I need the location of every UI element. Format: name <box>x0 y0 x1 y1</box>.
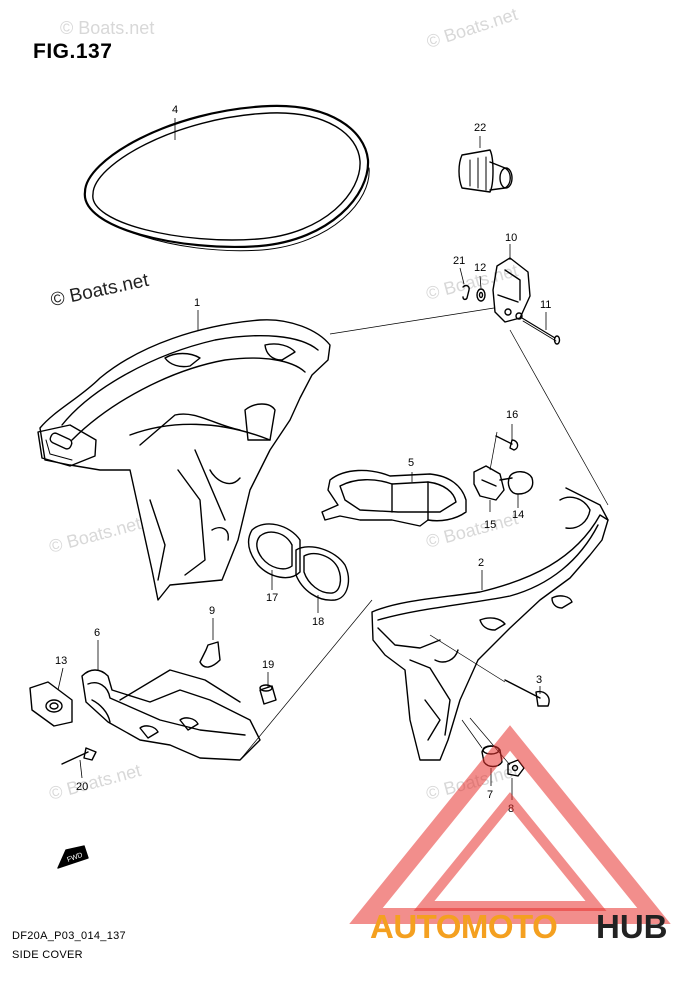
part-bolt-11-drawing <box>521 317 561 345</box>
fwd-arrow-drawing <box>57 845 89 869</box>
part-number-3: 3 <box>536 674 542 686</box>
drawing-caption: SIDE COVER <box>12 949 83 961</box>
part-number-4: 4 <box>172 104 178 116</box>
part-clip-9-drawing <box>199 641 221 668</box>
part-seal-ring-drawing <box>83 104 370 252</box>
part-number-20: 20 <box>76 781 88 793</box>
part-screw-16-drawing <box>495 435 519 451</box>
part-gasket-18-drawing <box>295 546 350 601</box>
part-number-1: 1 <box>194 297 200 309</box>
part-grommet-drawing <box>458 149 513 193</box>
part-number-11: 11 <box>540 299 551 311</box>
part-bracket-frame-drawing <box>321 469 467 527</box>
part-side-cover-right-drawing <box>371 487 609 761</box>
part-number-7: 7 <box>487 789 493 801</box>
part-gasket-17-drawing <box>247 523 301 579</box>
logo-wordmark-right: HUB <box>596 908 668 945</box>
part-number-6: 6 <box>94 627 100 639</box>
part-number-9: 9 <box>209 605 215 617</box>
part-washer-12-drawing <box>476 288 486 302</box>
watermark: © Boats.net <box>60 18 155 38</box>
part-number-10: 10 <box>505 232 517 244</box>
part-side-cover-left-drawing <box>37 319 331 601</box>
part-pin-21-drawing <box>462 284 470 301</box>
figure-title: FIG.137 <box>33 40 113 63</box>
part-number-18: 18 <box>312 616 324 628</box>
part-number-19: 19 <box>262 659 274 671</box>
part-number-22: 22 <box>474 122 486 134</box>
part-lower-bracket-drawing <box>81 669 261 761</box>
part-number-15: 15 <box>484 519 496 531</box>
part-number-5: 5 <box>408 457 414 469</box>
part-nut-8-drawing <box>507 759 525 777</box>
part-grommet-plate-drawing <box>29 681 73 727</box>
part-number-16: 16 <box>506 409 518 421</box>
part-number-12: 12 <box>474 262 486 274</box>
part-latch-15-drawing <box>473 465 505 501</box>
part-screw-20-drawing <box>61 747 97 765</box>
part-number-14: 14 <box>512 509 524 521</box>
part-number-17: 17 <box>266 592 278 604</box>
part-hinge-bracket-drawing <box>492 257 531 323</box>
part-number-13: 13 <box>55 655 67 667</box>
part-number-21: 21 <box>453 255 465 267</box>
part-number-2: 2 <box>478 557 484 569</box>
automotohub-logo: AUTOMOTO HUB <box>349 725 671 945</box>
logo-wordmark-left: AUTOMOTO <box>370 908 557 945</box>
part-knob-14-drawing <box>499 471 534 495</box>
part-bolt-3-drawing <box>504 679 550 707</box>
drawing-code: DF20A_P03_014_137 <box>12 930 126 942</box>
